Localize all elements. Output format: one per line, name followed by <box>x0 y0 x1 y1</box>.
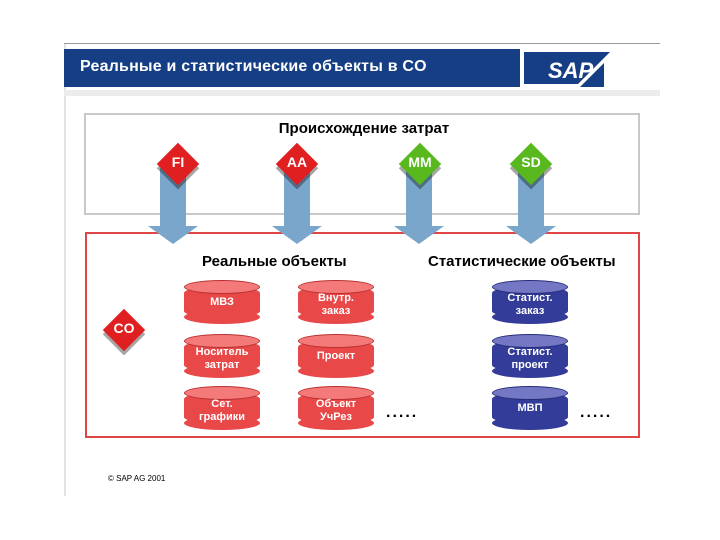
module-mm-icon: MM <box>396 142 444 192</box>
real-object-project: Проект <box>298 334 374 378</box>
real-object-label: Внутр. заказ <box>317 292 354 317</box>
module-sd-label: SD <box>521 154 541 170</box>
real-object-cost-center: МВЗ <box>184 280 260 324</box>
module-aa-label: AA <box>286 154 308 170</box>
stat-object-label: МВП <box>517 402 543 414</box>
slide-title: Реальные и статистические объекты в CO <box>80 58 427 75</box>
real-object-label: Проект <box>316 350 356 362</box>
real-object-network: Сет. графики <box>184 386 260 430</box>
real-object-cost-carrier: Носитель затрат <box>184 334 260 378</box>
header-stripe <box>64 90 660 96</box>
sap-logo: SAP <box>520 49 618 87</box>
top-rule <box>64 43 660 44</box>
copyright: © SAP AG 2001 <box>108 474 166 483</box>
stat-object-project: Статист. проект <box>492 334 568 378</box>
stat-objects-title: Статистические объекты <box>428 253 616 270</box>
sap-logo-text: SAP <box>548 58 594 83</box>
co-label: CO <box>113 320 135 336</box>
real-object-label: МВЗ <box>210 296 234 308</box>
module-sd-icon: SD <box>507 142 555 192</box>
real-objects-more: ..... <box>386 404 419 421</box>
stat-object-label: Статист. заказ <box>507 292 553 317</box>
real-objects-title: Реальные объекты <box>202 253 347 270</box>
module-fi-label: FI <box>171 154 185 170</box>
cost-origin-title: Происхождение затрат <box>278 120 450 137</box>
co-icon: CO <box>100 308 148 358</box>
real-object-label: Сет. графики <box>198 398 246 423</box>
real-object-label: Носитель затрат <box>195 346 249 371</box>
module-fi-icon: FI <box>154 142 202 192</box>
real-object-accounting-object: Объект УчРез <box>298 386 374 430</box>
module-aa-icon: AA <box>273 142 321 192</box>
stat-object-order: Статист. заказ <box>492 280 568 324</box>
module-mm-label: MM <box>408 154 432 170</box>
title-bar <box>64 49 604 87</box>
stat-objects-more: ..... <box>580 404 613 421</box>
left-rule <box>64 44 66 496</box>
stat-object-label: Статист. проект <box>507 346 553 371</box>
real-object-internal-order: Внутр. заказ <box>298 280 374 324</box>
stat-object-profitability-segment: МВП <box>492 386 568 430</box>
real-object-label: Объект УчРез <box>315 398 357 423</box>
